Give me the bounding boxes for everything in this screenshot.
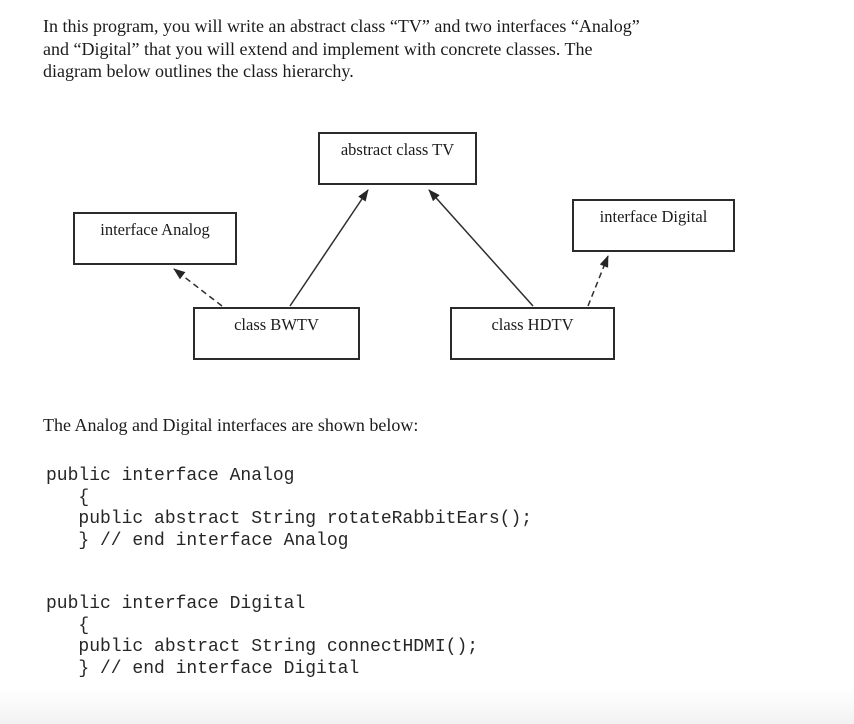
intro-line: diagram below outlines the class hierarc… <box>43 61 354 81</box>
intro-paragraph: In this program, you will write an abstr… <box>43 15 640 83</box>
node-interface-analog: interface Analog <box>73 212 237 265</box>
edge-hdtv-to-tv <box>428 189 534 307</box>
edge-bwtv-to-analog <box>173 268 223 307</box>
node-label: abstract class TV <box>340 140 455 159</box>
node-class-bwtv: class BWTV <box>193 307 360 360</box>
node-class-hdtv: class HDTV <box>450 307 615 360</box>
node-label: class BWTV <box>234 315 319 334</box>
node-label: interface Digital <box>599 207 708 226</box>
node-abstract-class-tv: abstract class TV <box>318 132 477 185</box>
code-interface-analog: public interface Analog { public abstrac… <box>46 466 533 551</box>
node-interface-digital: interface Digital <box>572 199 735 252</box>
edge-hdtv-to-digital <box>587 255 609 307</box>
section-heading: The Analog and Digital interfaces are sh… <box>43 415 419 435</box>
intro-line: In this program, you will write an abstr… <box>43 16 640 36</box>
node-label: class HDTV <box>491 315 574 334</box>
intro-line: and “Digital” that you will extend and i… <box>43 38 593 59</box>
edge-bwtv-to-tv <box>289 189 369 307</box>
bottom-fade-gradient <box>0 688 854 724</box>
node-label: interface Analog <box>100 220 210 239</box>
diagram-edges <box>173 189 609 307</box>
code-interface-digital: public interface Digital { public abstra… <box>46 594 479 679</box>
class-hierarchy-diagram: abstract class TV interface Analog inter… <box>0 100 854 390</box>
